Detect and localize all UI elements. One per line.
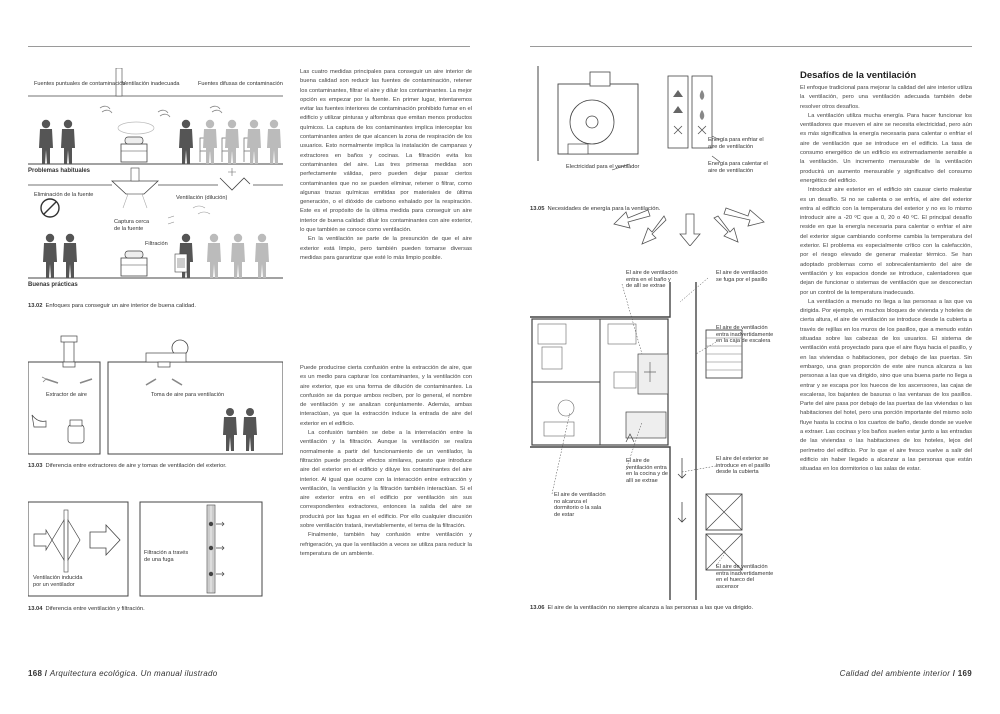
figure-13-05-drawing xyxy=(537,66,765,246)
label-corridor-leak: El aire de ventilación se fuga por el pa… xyxy=(716,270,768,283)
label-extractor: Extractor de aire xyxy=(46,392,88,398)
page-number: 169 xyxy=(957,669,972,678)
figure-13-04: Ventilación inducida por un ventilador F… xyxy=(28,500,283,600)
label-elevator-inadvertent: El aire de ventilación entra inadvertida… xyxy=(716,564,774,590)
section-heading: Desafíos de la ventilación xyxy=(800,70,917,81)
caption-number: 13.03 xyxy=(28,463,43,469)
label-dilution-ventilation: Ventilación (dilución) xyxy=(176,195,228,201)
label-kitchen-extract: El aire de ventilación entra en la cocin… xyxy=(626,458,668,484)
label-not-bedroom: El aire de ventilación no alcanza el dor… xyxy=(554,492,606,518)
book-title: Arquitectura ecológica. Un manual ilustr… xyxy=(49,669,218,678)
label-pollutant-sources: Fuentes puntuales de contaminación xyxy=(34,81,126,87)
left-text-upper: Las cuatro medidas principales para cons… xyxy=(300,68,472,263)
folio-left: 168 / Arquitectura ecológica. Un manual … xyxy=(28,669,218,678)
paragraph: La ventilación a menudo no llega a las p… xyxy=(800,298,972,473)
folio-right: Calidad del ambiente interior / 169 xyxy=(839,669,972,678)
paragraph: La confusión también se debe a la interr… xyxy=(300,430,472,530)
paragraph: Introducir aire exterior en el edificio … xyxy=(800,187,972,296)
caption-number: 13.05 xyxy=(530,206,545,212)
caption-text: Necesidades de energía para la ventilaci… xyxy=(547,206,661,212)
caption-number: 13.02 xyxy=(28,303,43,309)
label-fan-electricity: Electricidad para el ventilador xyxy=(566,164,640,170)
paragraph: Puede producirse cierta confusión entre … xyxy=(300,365,472,427)
chapter-title: Calidad del ambiente interior xyxy=(839,669,951,678)
caption-number: 13.04 xyxy=(28,606,43,612)
label-diffuse-sources: Fuentes difusas de contaminación xyxy=(198,81,283,87)
figure-13-02-drawing xyxy=(28,68,283,279)
caption-number: 13.06 xyxy=(530,605,545,611)
paragraph: Las cuatro medidas principales para cons… xyxy=(300,69,472,234)
figure-13-06-drawing xyxy=(530,277,743,600)
figure-13-05: Electricidad para el ventilador Energía … xyxy=(530,66,780,246)
page-number: 168 xyxy=(28,669,43,678)
caption-text: El aire de la ventilación no siempre alc… xyxy=(547,605,754,611)
caption-text: Diferencia entre extractores de aire y t… xyxy=(45,463,227,469)
top-rule-right xyxy=(530,46,972,47)
label-corridor-intro: El aire del exterior se introduce en el … xyxy=(716,456,771,476)
label-leak-filtration: Filtración a través de una fuga xyxy=(144,550,189,563)
figure-13-02: Fuentes puntuales de contaminación Venti… xyxy=(28,68,283,300)
label-capture-near-source: Captura cerca de la fuente xyxy=(114,219,150,232)
figure-13-03: Extractor de aire Toma de aire para vent… xyxy=(28,335,283,460)
paragraph: El enfoque tradicional para mejorar la c… xyxy=(800,85,972,110)
label-good-practices: Buenas prácticas xyxy=(28,282,78,288)
label-source-elimination: Eliminación de la fuente xyxy=(34,192,94,198)
label-filtration: Filtración xyxy=(145,241,168,247)
label-heat-energy: Energía para calentar el aire de ventila… xyxy=(708,161,768,174)
paragraph: En la ventilación se parte de la presunc… xyxy=(300,236,472,261)
label-induced-ventilation: Ventilación inducida por un ventilador xyxy=(33,575,83,588)
paragraph: La ventilación utiliza mucha energía. Pa… xyxy=(800,112,972,184)
label-cool-energy: Energía para enfriar el aire de ventilac… xyxy=(708,137,764,150)
caption-text: Enfoques para conseguir un aire interior… xyxy=(45,303,197,309)
label-intake: Toma de aire para ventilación xyxy=(151,392,225,398)
label-stair-inadvertent: El aire de ventilación entra inadvertida… xyxy=(716,325,774,345)
label-inadequate-ventilation: Ventilación inadecuada xyxy=(122,81,180,87)
label-common-problems: Problemas habituales xyxy=(28,168,91,174)
caption-text: Diferencia entre ventilación y filtració… xyxy=(45,606,145,612)
figure-13-06: El aire de ventilación entra en el baño … xyxy=(530,262,780,600)
left-text-lower: Puede producirse cierta confusión entre … xyxy=(300,364,472,559)
figure-13-04-drawing xyxy=(28,501,263,597)
right-text: El enfoque tradicional para mejorar la c… xyxy=(800,84,972,474)
top-rule-left xyxy=(28,46,470,47)
figure-13-03-drawing xyxy=(28,335,283,455)
label-bath-extract: El aire de ventilación entra en el baño … xyxy=(626,270,678,290)
paragraph: Finalmente, también hay confusión entre … xyxy=(300,532,472,557)
